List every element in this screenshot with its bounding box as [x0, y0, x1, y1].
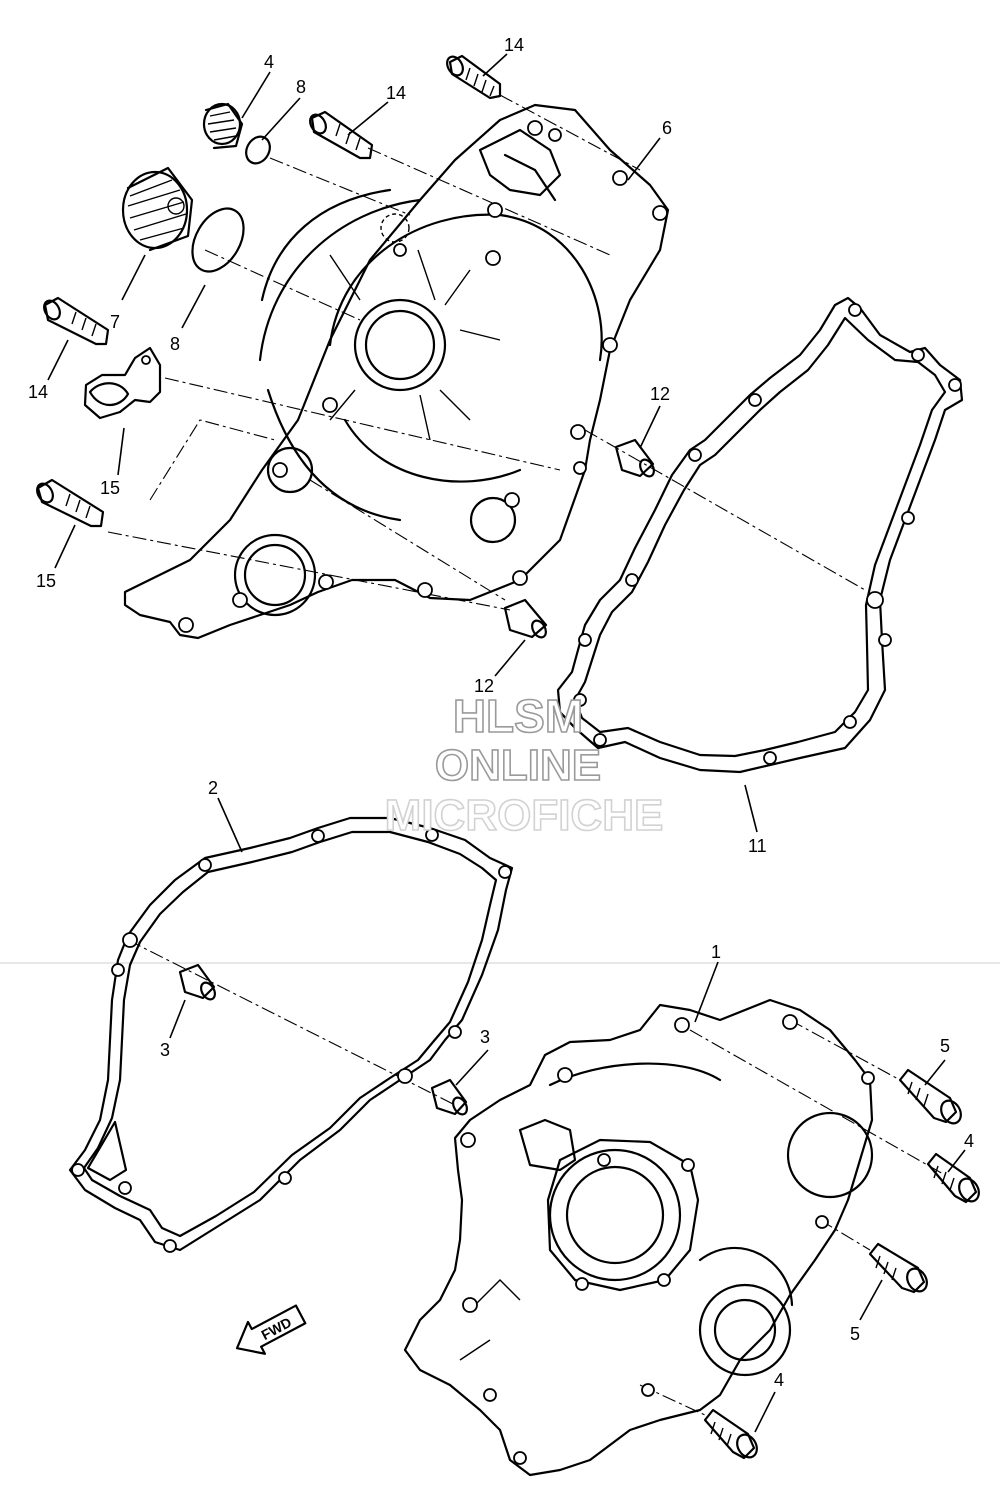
callout-2: 2: [208, 778, 218, 798]
callout-9: 4: [264, 52, 274, 72]
gasket-crankcase-cover-upper: [556, 296, 964, 774]
dowel-pin-upper-right: [614, 438, 655, 478]
plug-small: [202, 102, 244, 150]
callout-5-top: 5: [940, 1036, 950, 1056]
callout-12-right: 12: [650, 384, 670, 404]
callout-13: 14: [504, 35, 524, 55]
callout-5-bottom: 5: [850, 1324, 860, 1344]
watermark-line-2: ONLINE: [435, 741, 601, 790]
assembly-lines-lower: [127, 939, 946, 1416]
o-ring-large: [191, 207, 245, 273]
watermark-line-1: HLSM: [453, 690, 583, 742]
callout-1: 1: [711, 942, 721, 962]
plug-large: [121, 166, 194, 252]
callout-4-right: 4: [964, 1131, 974, 1151]
callout-6: 6: [662, 118, 672, 138]
bolt-5-middle: [868, 1242, 928, 1294]
callout-10: 8: [296, 77, 306, 97]
callout-3-left: 3: [160, 1040, 170, 1060]
dowel-pin-upper-lower: [503, 598, 548, 639]
callout-8: 8: [170, 334, 180, 354]
bolt-13: [446, 54, 502, 100]
callout-14-bottom: 15: [36, 571, 56, 591]
watermark: HLSM ONLINE MICROFICHE: [384, 689, 664, 841]
callout-numbers: 4 8 14 14 6 7 8 14 15 15 12 12 11 2 3 3 …: [28, 35, 974, 1390]
callout-15: 15: [100, 478, 120, 498]
cable-clamp: [83, 346, 162, 420]
assembly-lines-upper: [107, 94, 866, 611]
callout-7: 7: [110, 312, 120, 332]
bolt-4-right: [926, 1152, 980, 1204]
forward-direction-arrow: FWD: [235, 1304, 307, 1355]
bolt-5-top: [898, 1068, 962, 1125]
callout-3-right: 3: [480, 1027, 490, 1047]
bolt-14-top: [309, 110, 374, 160]
callout-12-left: 12: [474, 676, 494, 696]
leader-lines: [47, 53, 966, 1433]
watermark-line-3: MICROFICHE: [385, 791, 664, 840]
dowel-pin-lower-right: [430, 1078, 468, 1116]
callout-14-left: 14: [28, 382, 48, 402]
crankcase-cover-left: [123, 103, 670, 640]
callout-14-top: 14: [386, 83, 406, 103]
dowel-pin-lower-left: [178, 963, 216, 1001]
callout-4-bottom: 4: [774, 1370, 784, 1390]
bolt-14-bottom: [36, 478, 105, 528]
callout-11: 11: [748, 836, 767, 856]
gasket-crankcase-cover-lower: [68, 816, 514, 1253]
o-ring-small: [245, 135, 271, 165]
bolt-4-bottom: [703, 1408, 758, 1460]
bolt-14-left: [43, 296, 110, 346]
crankcase-cover-right: [403, 998, 875, 1477]
